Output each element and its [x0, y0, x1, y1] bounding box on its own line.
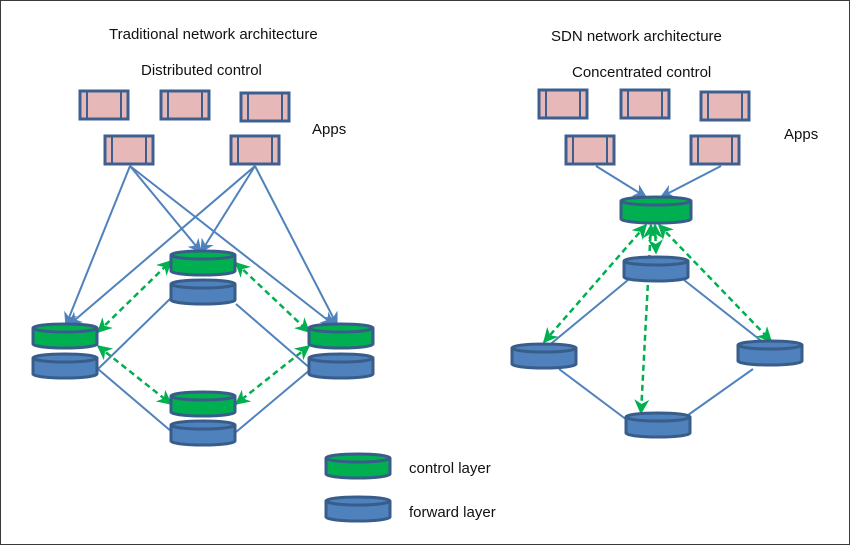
- sdn-right-forward-layer: [736, 339, 804, 367]
- right-app-2: [619, 88, 671, 120]
- app-link: [200, 165, 256, 254]
- forward-link: [558, 368, 628, 421]
- links-layer: [64, 165, 773, 433]
- app-link: [595, 165, 648, 198]
- right-apps-label: Apps: [784, 126, 818, 143]
- left-bottom-control-layer: [169, 390, 237, 418]
- legend-control-swatch: [324, 452, 392, 480]
- control-link: [234, 261, 311, 334]
- legend-forward-swatch: [324, 495, 392, 523]
- left-app-2: [159, 89, 211, 121]
- control-link: [657, 223, 773, 343]
- left-subtitle: Distributed control: [141, 62, 262, 79]
- right-title: SDN network architecture: [551, 28, 722, 45]
- control-link: [634, 223, 658, 415]
- left-apps-label: Apps: [312, 121, 346, 138]
- left-top-forward-layer: [169, 278, 237, 306]
- sdn-bottom-forward-layer: [624, 411, 692, 439]
- left-top-control-layer: [169, 249, 237, 277]
- right-app-3: [699, 90, 751, 122]
- forward-link: [680, 368, 754, 421]
- control-link: [543, 223, 647, 344]
- forward-link: [235, 368, 312, 433]
- control-link: [234, 345, 311, 405]
- forward-link: [97, 368, 173, 433]
- left-app-5: [229, 134, 281, 166]
- left-title: Traditional network architecture: [109, 26, 318, 43]
- left-app-3: [239, 91, 291, 123]
- forward-link: [683, 279, 770, 348]
- left-app-1: [78, 89, 130, 121]
- right-app-1: [537, 88, 589, 120]
- left-bottom-forward-layer: [169, 419, 237, 447]
- app-link: [659, 165, 722, 198]
- right-subtitle: Concentrated control: [572, 64, 711, 81]
- legend-control-label: control layer: [409, 460, 491, 477]
- control-link: [96, 259, 173, 334]
- left-right-forward-layer: [307, 352, 375, 380]
- sdn-controller-control-layer: [619, 195, 693, 225]
- forward-link: [97, 296, 173, 370]
- forward-link: [235, 303, 312, 370]
- sdn-top-forward-layer: [622, 255, 690, 283]
- forward-link: [546, 279, 629, 348]
- left-app-4: [103, 134, 155, 166]
- left-right-control-layer: [307, 322, 375, 350]
- left-left-control-layer: [31, 322, 99, 350]
- right-app-4: [564, 134, 616, 166]
- right-app-5: [689, 134, 741, 166]
- control-link: [647, 223, 664, 255]
- control-link: [96, 345, 173, 405]
- legend-forward-label: forward layer: [409, 504, 496, 521]
- app-link: [64, 165, 131, 327]
- nodes-layer: [31, 88, 804, 523]
- sdn-left-forward-layer: [510, 342, 578, 370]
- left-left-forward-layer: [31, 352, 99, 380]
- app-link: [129, 165, 202, 254]
- app-link: [254, 165, 338, 327]
